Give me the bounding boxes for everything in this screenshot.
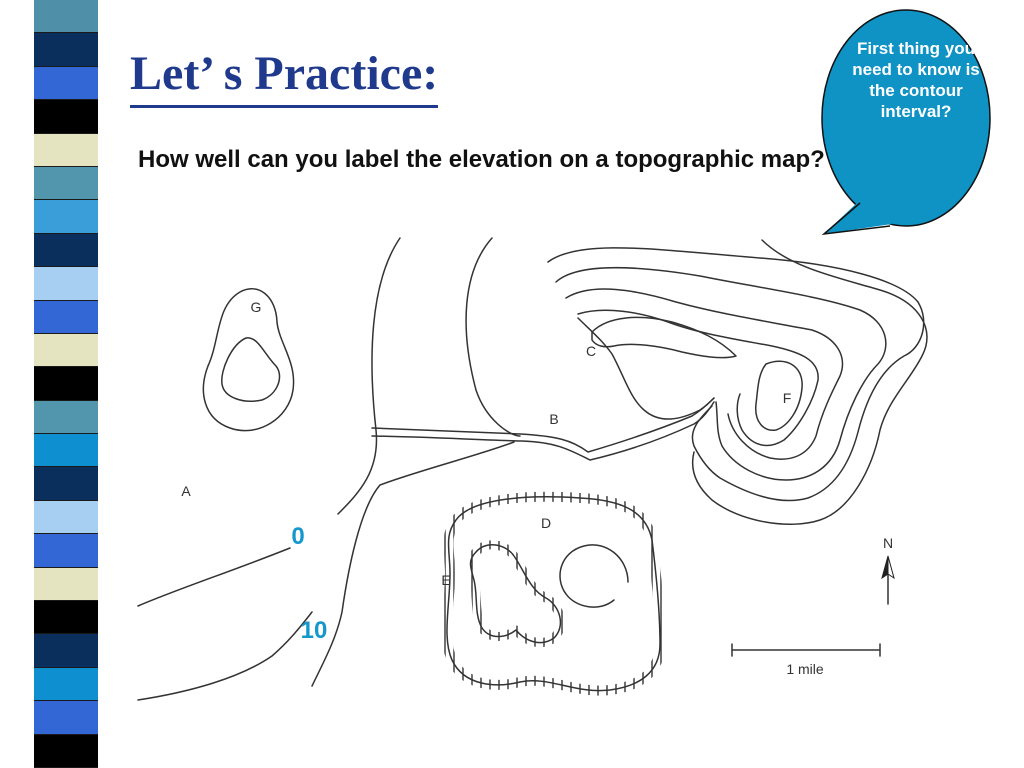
contour-f-4: [577, 309, 819, 447]
stripe-segment: [34, 166, 98, 201]
stripe-segment: [34, 701, 98, 735]
stripe-segment: [34, 534, 98, 568]
stripe-segment: [34, 367, 98, 401]
stripe-segment: [34, 66, 98, 101]
contour-hill-g-outer: [202, 288, 295, 432]
contour-d-swirl: [559, 544, 629, 608]
contour-lower-left-0: [137, 547, 291, 607]
stripe-segment: [34, 267, 98, 301]
contour-left-2: [465, 237, 521, 437]
contour-top-right: [691, 239, 928, 525]
contour-f-2: [555, 267, 887, 481]
stripe-segment: [34, 33, 98, 67]
north-label: N: [883, 535, 893, 551]
stripe-segment: [34, 667, 98, 702]
depression-outer-hachure: [441, 491, 665, 696]
point-label-a: A: [181, 483, 191, 499]
point-label-c: C: [586, 343, 596, 359]
stream-branch: [311, 441, 515, 687]
scale-bar: [731, 643, 881, 657]
contour-lower-left-10: [137, 611, 313, 701]
stripe-segment: [34, 100, 98, 134]
stream-b-lower: [371, 401, 715, 461]
stripe-segment: [34, 400, 98, 435]
point-label-e: E: [441, 572, 450, 588]
contour-f-3: [565, 288, 844, 460]
callout-bubble: [821, 9, 991, 236]
point-label-d: D: [541, 515, 551, 531]
stripe-segment: [34, 200, 98, 234]
stripe-segment: [34, 634, 98, 668]
contour-left-1: [337, 237, 401, 515]
scale-label: 1 mile: [786, 661, 824, 677]
contour-c-inner: [591, 316, 737, 359]
stripe-segment: [34, 434, 98, 468]
stripe-segment: [34, 734, 98, 768]
stripe-segment: [34, 500, 98, 535]
point-label-b: B: [549, 411, 558, 427]
depression-e-hachure: [466, 540, 565, 647]
callout-text: First thing you need to know is the cont…: [852, 39, 980, 121]
stripe-segment: [34, 567, 98, 602]
contour-f-outer: [547, 247, 925, 502]
contour-hill-g-inner: [221, 337, 281, 402]
elevation-label-10: 10: [301, 617, 328, 644]
contour-c-spur: [577, 317, 715, 420]
stripe-segment: [34, 300, 98, 334]
elevation-label-0: 0: [291, 523, 304, 550]
stream-b-upper: [371, 397, 715, 453]
point-label-g: G: [251, 299, 262, 315]
stripe-segment: [34, 333, 98, 368]
stripe-segment: [34, 233, 98, 268]
slide-title: Let’ s Practice:: [130, 45, 439, 108]
stripe-segment: [34, 467, 98, 501]
stripe-segment: [34, 601, 98, 635]
stripe-segment: [34, 133, 98, 167]
stripe-segment: [34, 0, 98, 34]
decorative-stripe-bar: [34, 0, 98, 768]
contour-f-5: [755, 360, 803, 431]
north-arrow-icon: [881, 555, 889, 580]
point-label-f: F: [783, 390, 792, 406]
question-text: How well can you label the elevation on …: [138, 146, 825, 173]
